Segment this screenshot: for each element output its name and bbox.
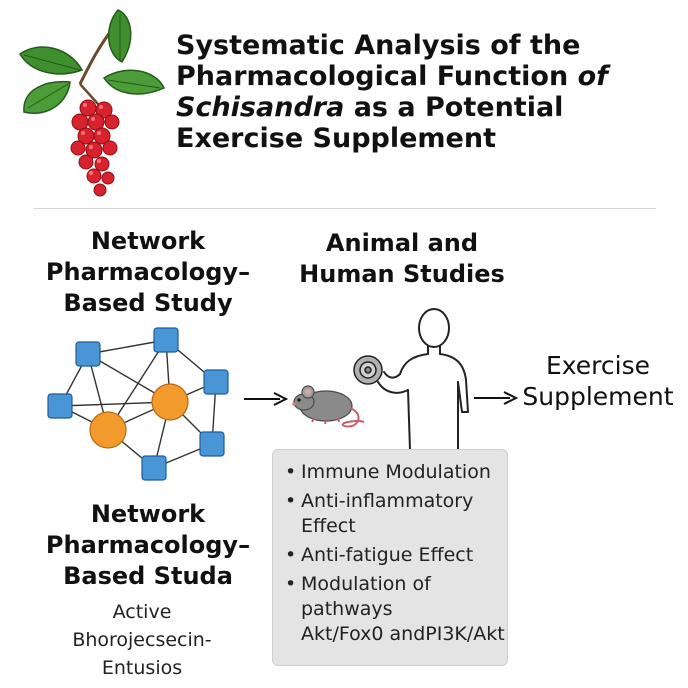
arrow-right-icon-2 (474, 391, 519, 405)
mouse-icon (292, 385, 365, 428)
page-title: Systematic Analysis of the Pharmacologic… (176, 30, 676, 154)
section-divider (34, 208, 656, 209)
list-item: • Anti-fatigue Effect (285, 544, 474, 566)
bullet-icon: • (285, 461, 297, 483)
bullet-icon: • (285, 573, 297, 595)
bullet-icon: • (285, 544, 297, 566)
schisandra-berry-icon (18, 9, 165, 197)
animal-human-studies-heading: Animal and Human Studies (299, 229, 505, 288)
title-line-2: Pharmacological Function of (176, 61, 608, 92)
bullet-icon: • (285, 490, 297, 512)
title-line-4: Exercise Supplement (176, 123, 496, 154)
network-graph-icon (47, 327, 229, 481)
human-with-dumbbell-icon (353, 308, 469, 451)
title-line-1: Systematic Analysis of the (176, 30, 581, 61)
network-study-heading: Network Pharmacology– Based Study (45, 227, 251, 317)
active-components-label: Active Bhorojecsecin- Entusios (72, 601, 212, 679)
exercise-supplement-label: Exercise Supplement (522, 351, 674, 411)
network-study-heading-repeat: Network Pharmacology– Based Studa (45, 500, 251, 590)
title-line-3: Schisandra as a Potential (176, 92, 564, 123)
list-item: • Immune Modulation (285, 461, 491, 483)
arrow-right-icon (244, 392, 289, 406)
